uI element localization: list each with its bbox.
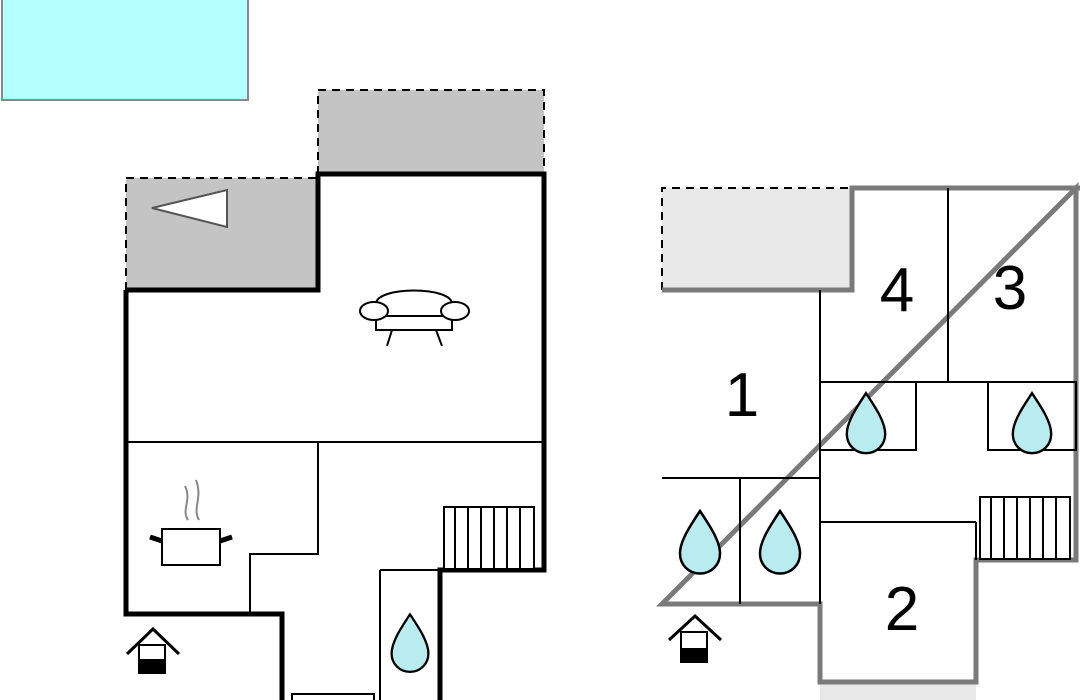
water-drop-icon: [758, 509, 802, 575]
room-label-3: 3: [993, 254, 1027, 323]
room-label-1: 1: [725, 361, 759, 430]
terrace-upper-bottom: [820, 682, 976, 700]
terrace-upper-dashed-edge: [661, 187, 852, 290]
water-drop-icon: [845, 392, 887, 455]
water-drop-icon: [1011, 392, 1053, 455]
terrace-upper: [662, 188, 852, 290]
entrance-icon: [667, 613, 723, 663]
terrace-top: [318, 90, 544, 174]
stairs-icon: [443, 506, 535, 570]
room-label-4: 4: [880, 256, 914, 325]
entrance-icon: [125, 626, 181, 674]
sofa-icon: [359, 289, 470, 347]
room-label-2: 2: [885, 575, 919, 644]
terrace-top-dashed-edge: [317, 89, 545, 174]
ground-floor-interior-walls: [126, 441, 544, 700]
upper-floor: 1 2 3 4: [655, 181, 1080, 700]
pool: [1, 0, 249, 101]
stairs-icon: [979, 496, 1071, 560]
terrace-left-dashed-edge: [125, 177, 318, 290]
cooking-pot-icon: [149, 479, 233, 566]
water-drop-icon: [678, 509, 722, 575]
ground-floor: [123, 89, 547, 700]
direction-arrow-icon: [151, 188, 228, 229]
ground-floor-bottom-door: [291, 693, 375, 700]
water-drop-icon: [390, 613, 430, 674]
